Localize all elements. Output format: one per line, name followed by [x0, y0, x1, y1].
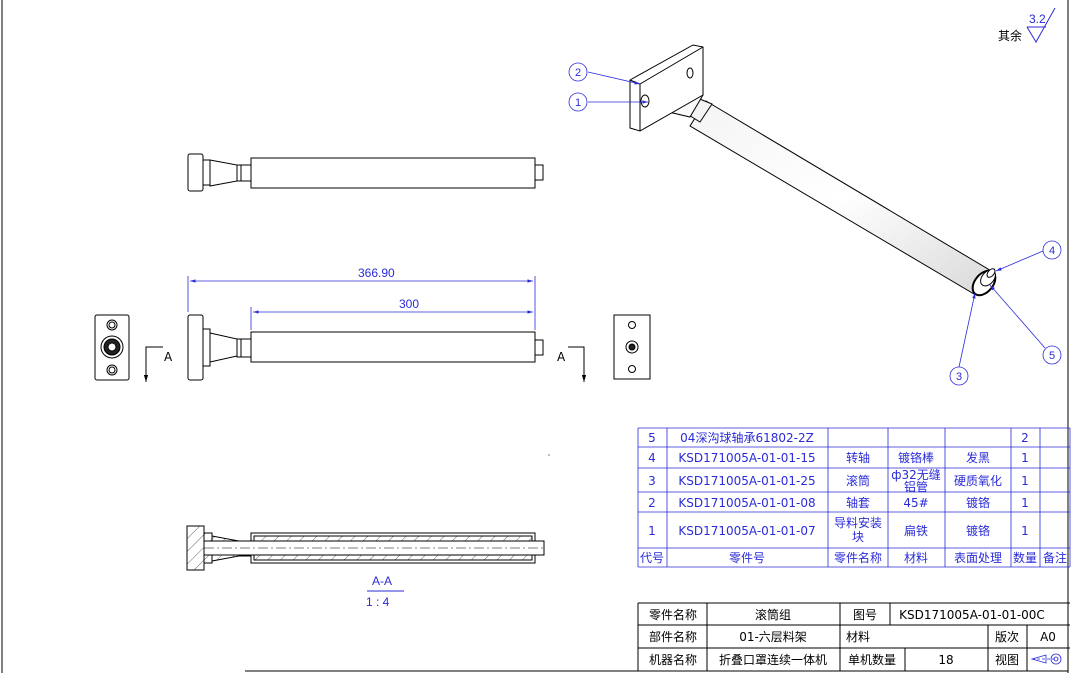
bom-row4-qty: 1 — [1021, 451, 1029, 465]
bom-header-qty: 数量 — [1013, 550, 1037, 565]
bom-row2-qty: 1 — [1021, 496, 1029, 510]
bom-row3-partno: KSD171005A-01-01-25 — [678, 474, 815, 488]
bom-row3-name: 滚筒 — [846, 473, 870, 488]
bom-row4-finish: 发黑 — [966, 450, 990, 465]
bom-row4-name: 转轴 — [846, 450, 870, 465]
surface-finish-value: 3.2 — [1029, 12, 1046, 26]
title-machine-label: 机器名称 — [649, 652, 697, 667]
section-view-label: A-A — [372, 574, 392, 588]
balloon-3-label: 3 — [956, 371, 962, 383]
title-revision-label: 版次 — [995, 630, 1019, 644]
title-drawing-no-label: 图号 — [853, 608, 877, 622]
title-revision: A0 — [1040, 630, 1056, 644]
dimension-tube: 300 — [250, 297, 533, 330]
bom-row3-qty: 1 — [1021, 474, 1029, 488]
bom-header-note: 备注 — [1043, 550, 1067, 565]
title-part-name: 滚筒组 — [755, 607, 791, 622]
bom-header-partno: 零件号 — [729, 551, 765, 565]
balloon-2: 2 — [568, 62, 641, 85]
bom-row3-material-line1: ф32无缝 — [891, 467, 941, 482]
bom-row4-material: 镀铬棒 — [898, 450, 934, 465]
bom-header-no: 代号 — [640, 551, 664, 565]
bom-header-name: 零件名称 — [834, 550, 882, 565]
bom-row1-name-line1: 导料安装 — [834, 515, 882, 530]
isometric-view — [629, 44, 997, 297]
bom-row2-no: 2 — [648, 496, 656, 510]
bom-row4-no: 4 — [648, 451, 656, 465]
title-drawing-no: KSD171005A-01-01-00C — [899, 608, 1045, 622]
bom-row1-name-line2: 块 — [852, 530, 864, 544]
dimension-tube-value: 300 — [399, 297, 419, 311]
top-view — [187, 153, 544, 192]
balloon-3: 3 — [949, 292, 976, 386]
left-side-view — [94, 314, 130, 381]
bom-row1-partno: KSD171005A-01-01-07 — [678, 524, 815, 538]
bom-table: 5 04深沟球轴承61802-2Z 2 4 KSD171005A-01-01-1… — [637, 427, 1071, 568]
title-qty: 18 — [938, 653, 953, 667]
bom-row2-name: 轴套 — [846, 495, 870, 510]
title-view-label: 视图 — [995, 652, 1019, 667]
section-marker-right: A — [557, 346, 587, 382]
bom-header-finish: 表面处理 — [954, 551, 1002, 565]
bom-header-material: 材料 — [904, 551, 928, 565]
balloon-1-label: 1 — [575, 97, 581, 109]
bom-row2-finish: 镀铬 — [966, 495, 990, 510]
balloon-1: 1 — [568, 92, 648, 112]
projection-symbol-icon — [1030, 653, 1062, 665]
balloon-2-label: 2 — [575, 67, 581, 79]
bom-row5-partno: 04深沟球轴承61802-2Z — [680, 430, 814, 445]
bom-row1-no: 1 — [648, 524, 656, 538]
bom-row5-no: 5 — [648, 431, 656, 445]
title-material-label: 材料 — [846, 630, 870, 644]
title-qty-label: 单机数量 — [848, 652, 896, 667]
title-block: 零件名称 滚筒组 图号 KSD171005A-01-01-00C 部件名称 01… — [637, 602, 1070, 671]
bom-row1-qty: 1 — [1021, 524, 1029, 538]
section-view-caption: A-A 1 : 4 — [366, 574, 404, 609]
title-machine: 折叠口罩连续一体机 — [719, 652, 827, 667]
section-marker-left: A — [143, 346, 173, 382]
bom-row3-no: 3 — [648, 474, 656, 488]
dimension-overall-value: 366.90 — [358, 266, 395, 280]
bom-row4-partno: KSD171005A-01-01-15 — [678, 451, 815, 465]
section-marker-right-label: A — [557, 350, 566, 364]
dimension-overall: 366.90 — [187, 266, 536, 330]
right-side-view — [613, 314, 651, 380]
surface-finish-label: 其余 — [998, 28, 1022, 43]
section-marker-left-label: A — [164, 350, 173, 364]
bom-row2-material: 45# — [903, 496, 928, 510]
balloon-4: 4 — [995, 240, 1062, 272]
bom-row3-finish: 硬质氧化 — [954, 474, 1002, 488]
title-assembly: 01-六层料架 — [739, 630, 807, 644]
bom-row1-material: 扁铁 — [904, 524, 928, 538]
section-view-scale: 1 : 4 — [366, 595, 390, 609]
front-view — [187, 314, 544, 381]
balloon-5: 5 — [989, 284, 1062, 365]
bom-row5-qty: 2 — [1021, 431, 1029, 445]
surface-finish-symbol: 其余 3.2 — [998, 7, 1056, 43]
bom-row1-finish: 镀铬 — [966, 523, 990, 538]
balloon-5-label: 5 — [1049, 350, 1055, 362]
title-part-name-label: 零件名称 — [649, 607, 697, 622]
bom-row3-material-line2: 铝管 — [904, 479, 928, 494]
title-assembly-label: 部件名称 — [649, 629, 697, 644]
balloon-4-label: 4 — [1049, 245, 1055, 257]
section-view — [186, 525, 545, 571]
bom-row2-partno: KSD171005A-01-01-08 — [678, 496, 815, 510]
